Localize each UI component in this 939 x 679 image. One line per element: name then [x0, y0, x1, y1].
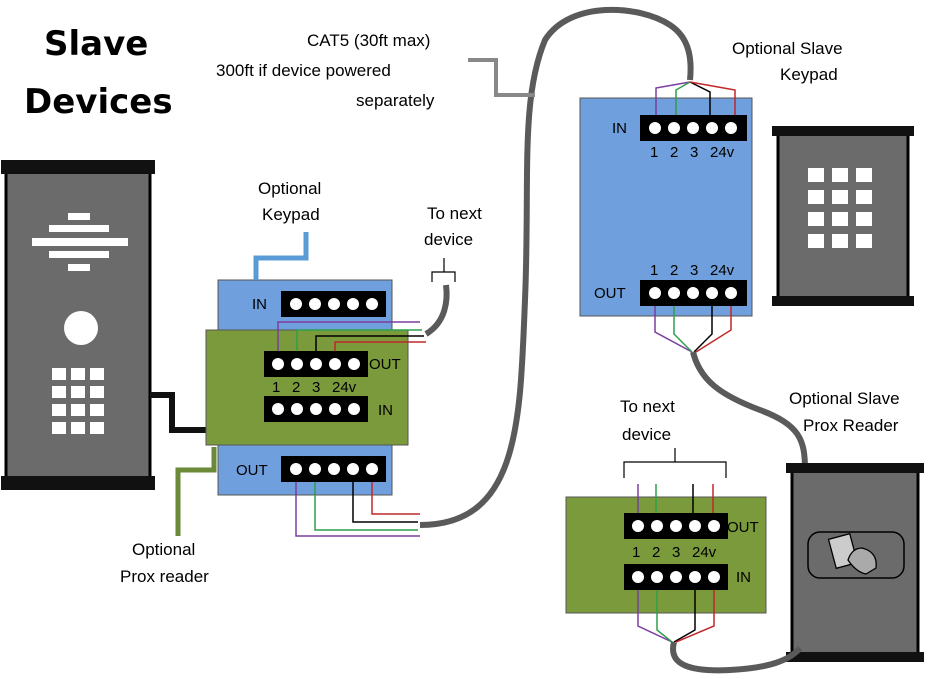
camera-lens-icon: [64, 311, 98, 345]
slave-keypad-line2: Keypad: [780, 65, 838, 84]
left-out-label: OUT: [236, 462, 268, 479]
bottom-pin-labels: 1 2 3 24v: [632, 544, 717, 561]
svg-text:3: 3: [312, 379, 320, 396]
svg-text:24v: 24v: [692, 544, 717, 561]
svg-text:3: 3: [690, 144, 698, 161]
cable-label-line1: CAT5 (30ft max): [307, 31, 430, 50]
svg-text:3: 3: [690, 262, 698, 279]
svg-text:24v: 24v: [332, 379, 357, 396]
left-green-in-terminal: [264, 396, 368, 422]
cable-label-line3: separately: [356, 91, 435, 110]
cable-label-line2: 300ft if device powered: [216, 61, 391, 80]
svg-text:2: 2: [670, 262, 678, 279]
left-out-terminal: [281, 456, 386, 482]
left-green-out-terminal: [264, 351, 368, 377]
svg-text:2: 2: [670, 144, 678, 161]
panel-connector-wire: [150, 392, 208, 433]
door-station-panel: [1, 160, 155, 490]
svg-text:3: 3: [672, 544, 680, 561]
left-green-in-label: IN: [378, 402, 393, 419]
slave-keypad-in-label: IN: [612, 120, 627, 137]
svg-text:24v: 24v: [710, 144, 735, 161]
bottom-in-terminal: [624, 564, 728, 590]
next-device-cable: [424, 284, 450, 337]
keypad-icon: [52, 368, 104, 434]
keypad-to-prox-cable: [690, 351, 808, 471]
slave-keypad-out-wires: [654, 306, 732, 353]
slave-keypad-in-wires: [655, 81, 736, 116]
left-green-out-label: OUT: [369, 356, 401, 373]
bottom-module-out-wires: [637, 484, 714, 514]
svg-text:2: 2: [292, 379, 300, 396]
speaker-grille-icon: [32, 213, 128, 271]
prox-wire: [175, 447, 217, 536]
svg-text:1: 1: [650, 262, 658, 279]
svg-text:1: 1: [272, 379, 280, 396]
left-out-wires-bottom: [295, 482, 420, 537]
card-tap-icon: [827, 532, 877, 575]
slave-keypad-buttons-icon: [808, 168, 872, 248]
slave-keypad-line1: Optional Slave: [732, 39, 843, 58]
left-out-wires-top: [277, 321, 426, 351]
slave-keypad-device: [772, 126, 914, 306]
opt-keypad-line2: Keypad: [262, 205, 320, 224]
svg-text:2: 2: [652, 544, 660, 561]
next-device-line1: To next: [427, 204, 482, 223]
svg-text:24v: 24v: [710, 262, 735, 279]
title-line1: Slave: [44, 24, 148, 64]
next-device2-line1: To next: [620, 397, 675, 416]
slave-keypad-in-terminal: [640, 115, 747, 141]
slave-keypad-in-pins: 1 2 3 24v: [650, 144, 735, 161]
left-in-label: IN: [252, 296, 267, 313]
left-in-terminal: [281, 291, 386, 317]
opt-keypad-line1: Optional: [258, 179, 321, 198]
cable-label-leader: [468, 58, 535, 97]
slave-keypad-out-terminal: [640, 280, 747, 306]
svg-text:1: 1: [632, 544, 640, 561]
slave-keypad-out-label: OUT: [594, 285, 626, 302]
bottom-in-label: IN: [736, 569, 751, 586]
next-device2-line2: device: [622, 425, 671, 444]
bottom-out-label: OUT: [727, 519, 759, 536]
slave-keypad-out-pins: 1 2 3 24v: [650, 262, 735, 279]
bottom-next-device-bracket: [623, 448, 727, 478]
keypad-wire: [253, 232, 309, 280]
slave-prox-reader-device: [786, 463, 924, 662]
bottom-module-in-wires: [637, 590, 715, 643]
svg-text:1: 1: [650, 144, 658, 161]
next-device-line2: device: [424, 230, 473, 249]
slave-prox-line2: Prox Reader: [803, 416, 899, 435]
title-line2: Devices: [24, 82, 173, 122]
slave-prox-line1: Optional Slave: [789, 389, 900, 408]
next-device-bracket: [431, 258, 456, 282]
prox-to-module-cable: [670, 641, 803, 674]
left-green-pin-labels: 1 2 3 24v: [272, 379, 357, 396]
cat5-cable: [419, 6, 694, 528]
opt-prox-line1: Optional: [132, 540, 195, 559]
opt-prox-line2: Prox reader: [120, 567, 209, 586]
bottom-out-terminal: [624, 513, 728, 539]
